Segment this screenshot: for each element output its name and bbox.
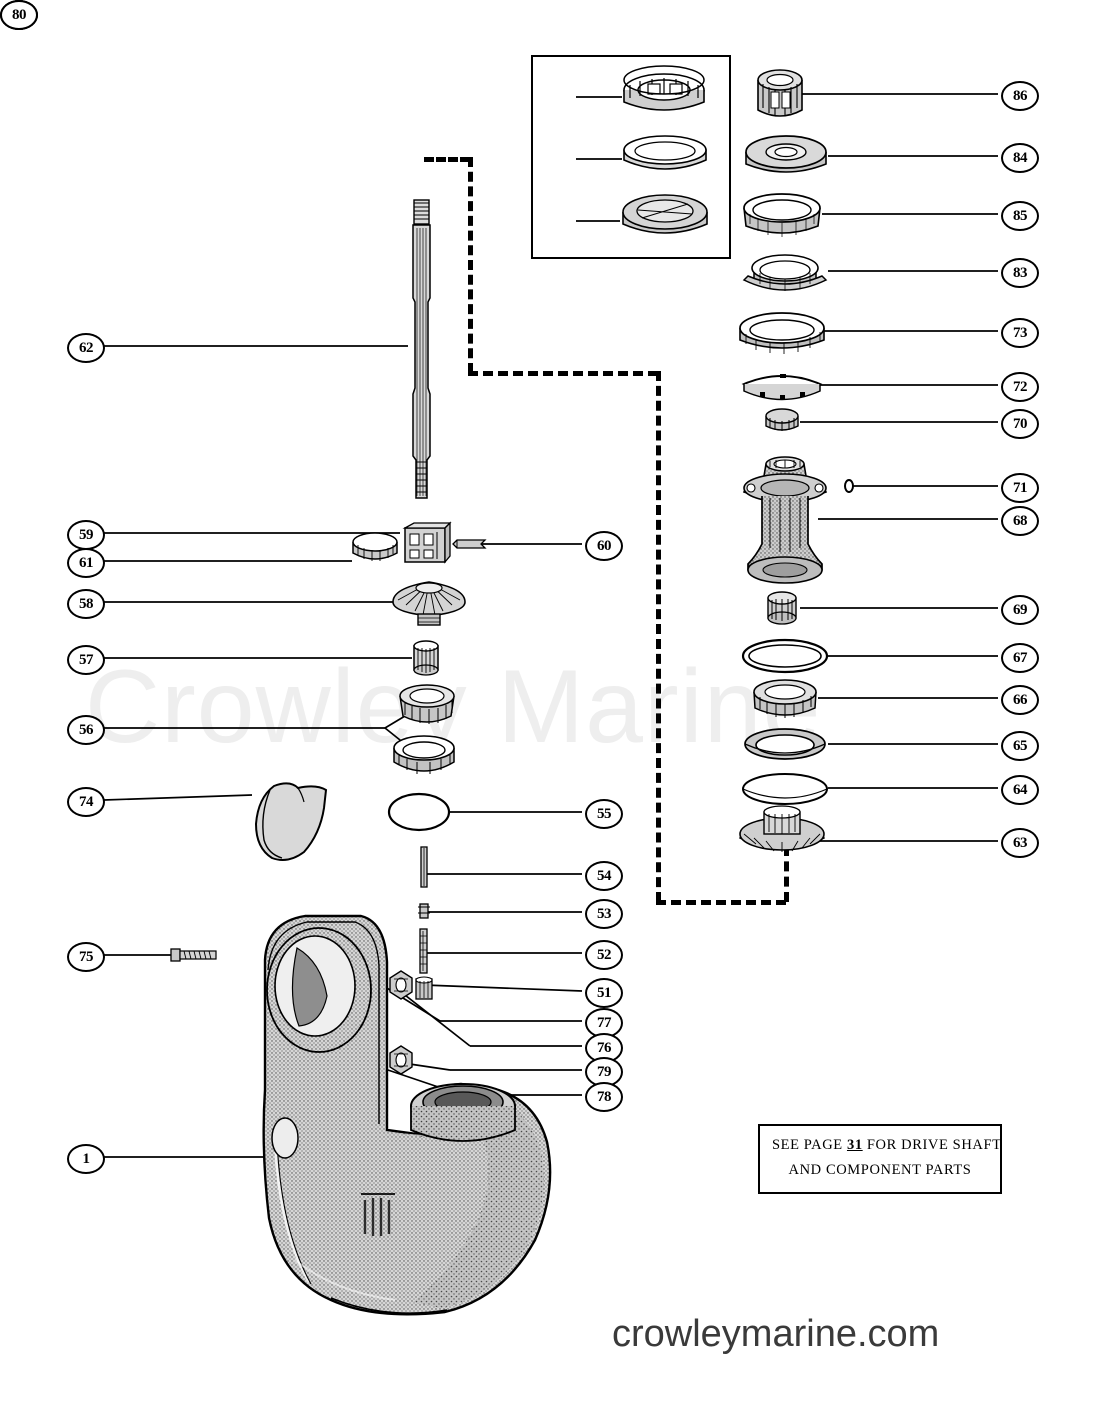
dashed-segment-stub-vertical (784, 846, 789, 902)
callout-52[interactable]: 52 (585, 940, 623, 970)
callout-67[interactable]: 67 (1001, 643, 1039, 673)
callout-54[interactable]: 54 (585, 861, 623, 891)
callout-78[interactable]: 78 (585, 1082, 623, 1112)
part-art-62-drive-shaft (405, 198, 439, 510)
note-line1-pre: SEE PAGE (772, 1137, 847, 1153)
footer-url-watermark: crowleymarine.com (612, 1313, 940, 1355)
part-art-56-cone (396, 682, 458, 728)
callout-84[interactable]: 84 (1001, 143, 1039, 173)
part-art-52 (416, 928, 430, 974)
part-art-80 (618, 190, 712, 244)
callout-68[interactable]: 68 (1001, 506, 1039, 536)
part-art-66 (748, 678, 822, 722)
part-art-69 (762, 590, 802, 626)
part-art-58 (390, 578, 468, 628)
callout-80[interactable]: 80 (0, 0, 38, 30)
part-art-73 (736, 310, 828, 358)
callout-65[interactable]: 65 (1001, 731, 1039, 761)
callout-60[interactable]: 60 (585, 531, 623, 561)
callout-53[interactable]: 53 (585, 899, 623, 929)
part-art-84 (742, 134, 830, 180)
part-art-59 (400, 521, 452, 568)
callout-70[interactable]: 70 (1001, 409, 1039, 439)
callout-83[interactable]: 83 (1001, 258, 1039, 288)
callout-1[interactable]: 1 (67, 1144, 105, 1174)
callout-72[interactable]: 72 (1001, 372, 1039, 402)
part-art-54 (418, 846, 430, 888)
note-line1-post: FOR DRIVE SHAFT (862, 1137, 1002, 1153)
inset-detail-box (531, 55, 731, 259)
part-art-74 (246, 780, 332, 866)
part-art-60 (452, 538, 487, 552)
callout-62[interactable]: 62 (67, 333, 105, 363)
callout-66[interactable]: 66 (1001, 685, 1039, 715)
part-art-57 (410, 640, 442, 676)
dashed-segment-top (424, 157, 470, 162)
callout-71[interactable]: 71 (1001, 473, 1039, 503)
part-art-85 (740, 192, 824, 240)
part-art-83 (740, 248, 830, 300)
part-art-1-gear-housing (235, 900, 565, 1320)
part-art-71-oring (842, 478, 856, 494)
callout-86[interactable]: 86 (1001, 81, 1039, 111)
callout-74[interactable]: 74 (67, 787, 105, 817)
note-line-1: SEE PAGE 31 FOR DRIVE SHAFT (772, 1133, 1001, 1158)
callout-56[interactable]: 56 (67, 715, 105, 745)
callout-69[interactable]: 69 (1001, 595, 1039, 625)
part-art-63 (736, 805, 828, 862)
part-art-81 (620, 134, 710, 176)
callout-73[interactable]: 73 (1001, 318, 1039, 348)
part-art-68 (736, 452, 834, 584)
part-art-65 (742, 726, 828, 764)
part-art-64 (740, 770, 830, 808)
part-art-55 (386, 791, 452, 833)
callout-59[interactable]: 59 (67, 520, 105, 550)
callout-75[interactable]: 75 (67, 942, 105, 972)
part-art-86 (752, 66, 808, 126)
dashed-segment-bottom (656, 900, 786, 905)
callout-85[interactable]: 85 (1001, 201, 1039, 231)
callout-61[interactable]: 61 (67, 548, 105, 578)
dashed-segment-left-vertical (468, 157, 473, 373)
callout-63[interactable]: 63 (1001, 828, 1039, 858)
part-art-82 (618, 65, 710, 126)
part-art-61 (350, 531, 400, 565)
part-art-72 (740, 370, 824, 402)
callout-64[interactable]: 64 (1001, 775, 1039, 805)
note-line-2: AND COMPONENT PARTS (788, 1162, 972, 1179)
part-art-56-cup (390, 734, 458, 780)
reference-note-box: SEE PAGE 31 FOR DRIVE SHAFT AND COMPONEN… (758, 1124, 1002, 1194)
dashed-segment-middle (468, 371, 658, 376)
callout-57[interactable]: 57 (67, 645, 105, 675)
part-art-70 (762, 406, 802, 436)
dashed-segment-right-vertical (656, 371, 661, 902)
callout-55[interactable]: 55 (585, 799, 623, 829)
callout-58[interactable]: 58 (67, 589, 105, 619)
part-art-67 (740, 636, 830, 676)
part-art-53 (416, 902, 432, 920)
callout-51[interactable]: 51 (585, 978, 623, 1008)
note-page-reference: 31 (846, 1137, 863, 1153)
part-art-75 (170, 946, 218, 964)
